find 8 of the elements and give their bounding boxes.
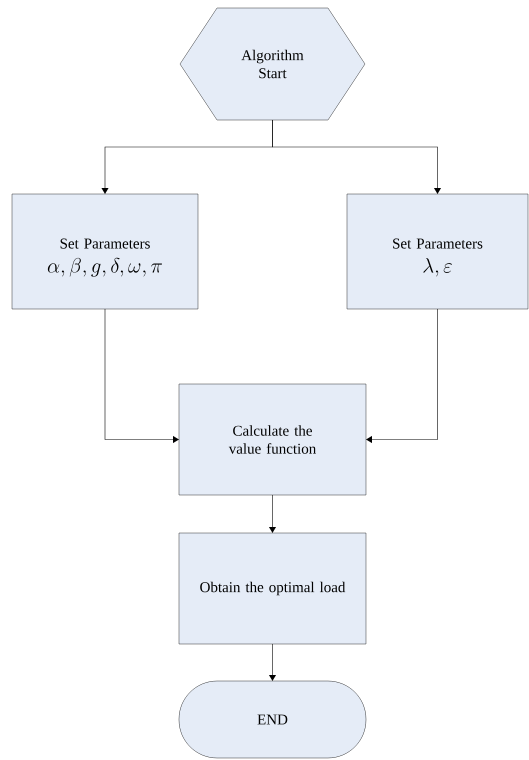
arrow [272,120,442,194]
start-hexagon: Algorithm Start [180,8,366,120]
process-box: Set Parameters $\lambda,\varepsilon$ [346,194,528,310]
process-box: Calculate the value function [178,384,366,496]
process-box: Obtain the optimal load [178,532,366,644]
arrow [366,308,438,444]
end-terminal: END [178,680,366,758]
process-box: Set Parameters $\alpha,\beta,g,\delta,\omega,\pi$ [12,194,198,310]
